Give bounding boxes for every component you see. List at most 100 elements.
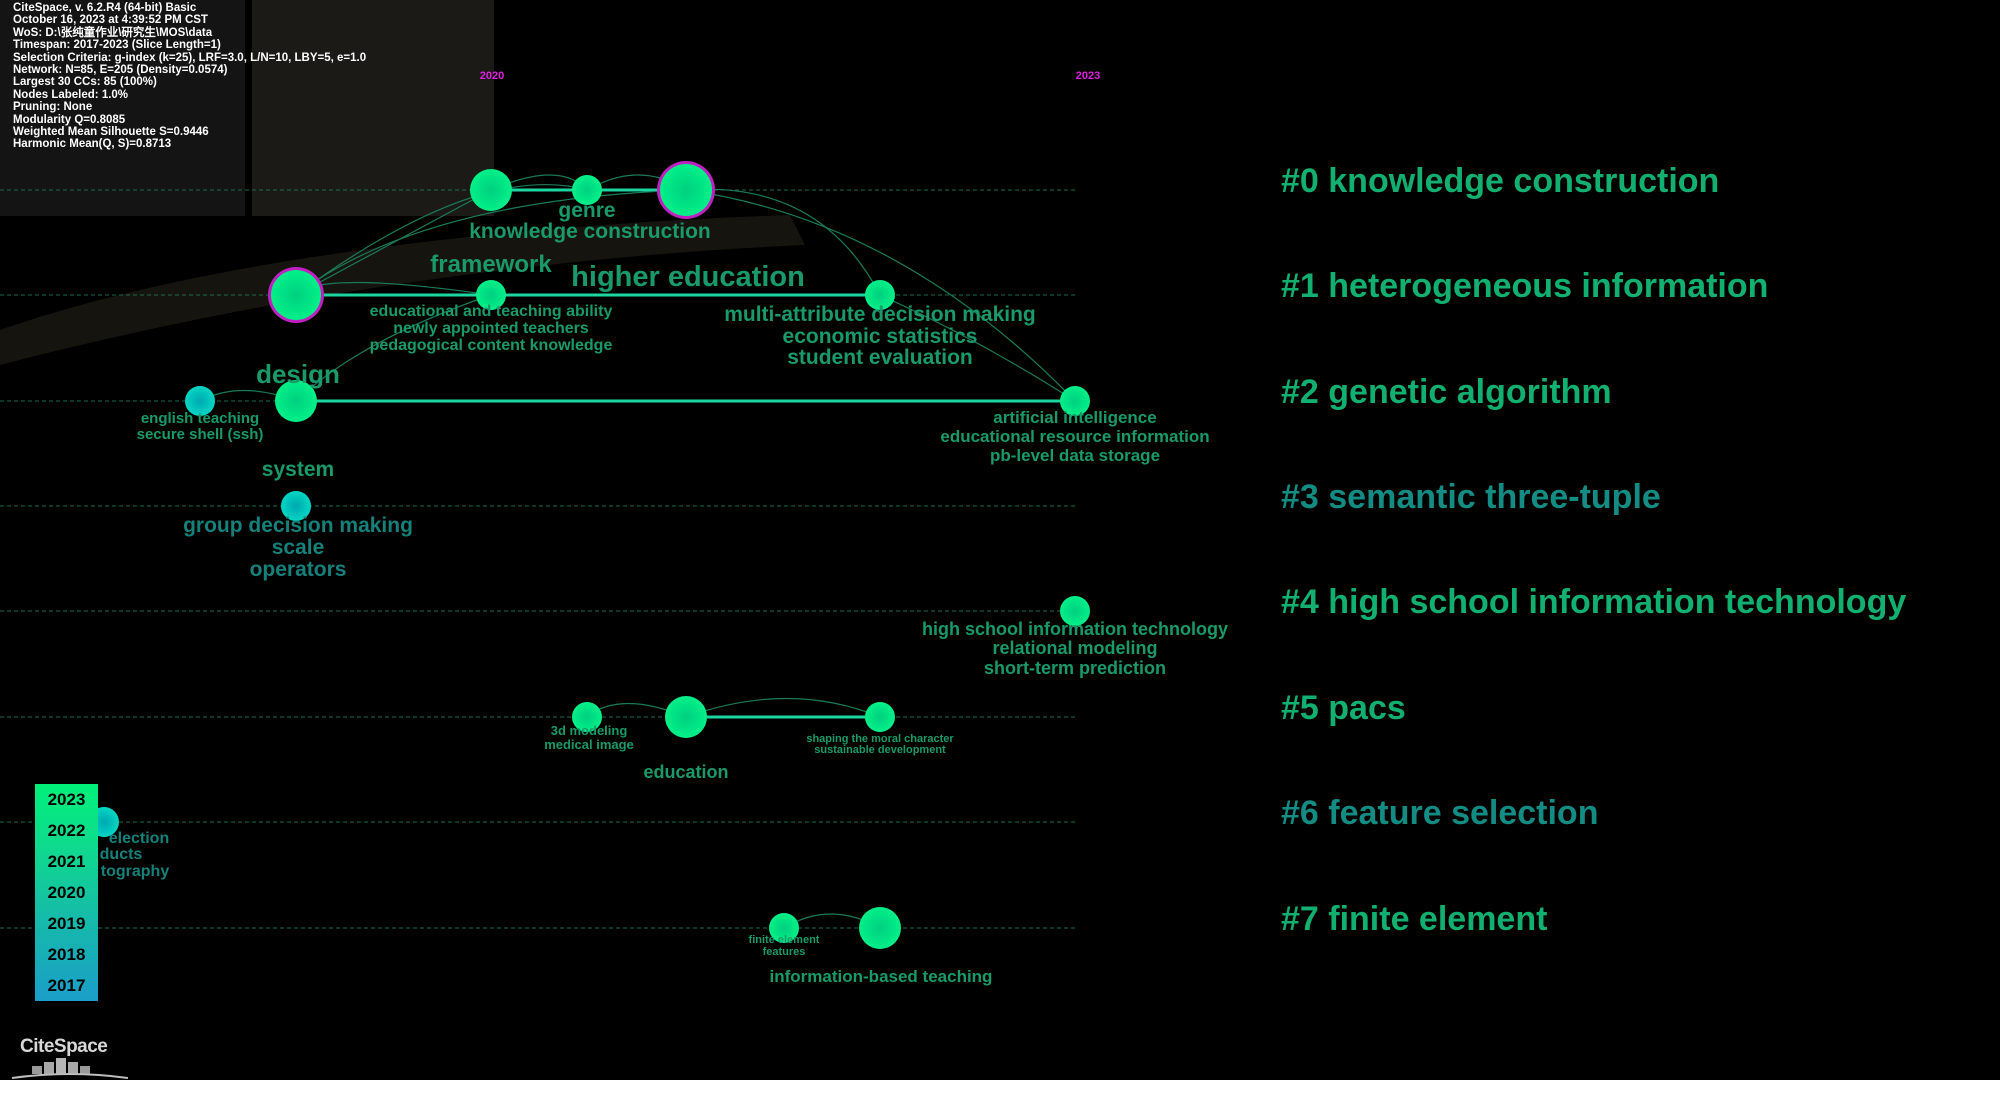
network-node[interactable] (865, 702, 895, 732)
node-label: 3d modeling (551, 723, 628, 738)
network-node[interactable] (660, 164, 712, 216)
network-node[interactable] (470, 169, 512, 211)
node-label: sustainable development (814, 744, 946, 756)
node-label: relational modeling (992, 638, 1157, 658)
node-label: english teaching (141, 410, 259, 427)
node-label: short-term prediction (984, 658, 1166, 678)
node-label: genre (558, 199, 615, 222)
network-link (685, 697, 881, 718)
network-node[interactable] (865, 280, 895, 310)
node-label: artificial intelligence (993, 408, 1156, 427)
node-label: scale (272, 536, 325, 559)
year-legend-entry: 2017 (47, 976, 86, 995)
network-link (295, 294, 492, 402)
metadata-line: Network: N=85, E=205 (Density=0.0574) (13, 64, 228, 77)
network-link (295, 184, 588, 296)
node-label: educational resource information (940, 427, 1209, 446)
node-label: features (763, 946, 806, 958)
node-label: high school information technology (922, 619, 1228, 639)
node-label: framework (430, 251, 552, 278)
node-label: operators (250, 558, 347, 581)
network-link (879, 294, 1076, 402)
year-legend-entry: 2019 (47, 914, 86, 933)
network-node[interactable] (271, 270, 321, 320)
network-node[interactable] (281, 491, 311, 521)
background-shading (0, 0, 805, 365)
year-color-legend: 2023 2022 2021 2020 2019 2018 2017 (35, 784, 98, 1001)
node-label: medical image (544, 737, 634, 752)
metadata-line: WoS: D:\张纯童作业\研究生\MOS\data (13, 26, 213, 39)
year-legend-entry: 2021 (47, 852, 86, 871)
network-node[interactable] (476, 280, 506, 310)
node-label: multi-attribute decision making (724, 303, 1036, 326)
network-node[interactable] (859, 907, 901, 949)
network-node[interactable] (769, 913, 799, 943)
cluster-label: #6 feature selection (1281, 794, 1599, 832)
cluster-label: #3 semantic three-tuple (1281, 478, 1661, 516)
cluster-label: #4 high school information technology (1281, 583, 1907, 621)
node-label: newly appointed teachers (393, 320, 589, 337)
metadata-line: Largest 30 CCs: 85 (100%) (13, 76, 157, 89)
metadata-line: Selection Criteria: g-index (k=25), LRF=… (13, 51, 367, 64)
metadata-line: CiteSpace, v. 6.2.R4 (64-bit) Basic (13, 2, 197, 14)
node-label: knowledge construction (469, 220, 711, 243)
network-nodes (89, 161, 1090, 949)
metadata-line: Modularity Q=0.8085 (13, 113, 126, 126)
header-panel-right (252, 0, 494, 216)
node-label: higher education (571, 261, 805, 293)
metadata-line: Timespan: 2017-2023 (Slice Length=1) (13, 39, 221, 52)
node-label: tography (101, 863, 170, 880)
cluster-label: #7 finite element (1281, 900, 1548, 938)
citespace-logo: CiteSpace (10, 1036, 128, 1080)
network-link (685, 188, 881, 296)
year-legend-entry: 2020 (47, 883, 86, 902)
network-node[interactable] (572, 702, 602, 732)
network-node[interactable] (665, 696, 707, 738)
node-label: ducts (100, 846, 143, 863)
node-label: education (643, 762, 728, 782)
metadata-line: Pruning: None (13, 101, 93, 114)
metadata-line: October 16, 2023 at 4:39:52 PM CST (13, 14, 208, 27)
network-node[interactable] (1060, 386, 1090, 416)
node-label: information-based teaching (770, 967, 993, 986)
network-node[interactable] (275, 380, 317, 422)
year-legend-entry: 2023 (47, 790, 86, 809)
node-label: pedagogical content knowledge (370, 337, 613, 354)
node-label: group decision making (183, 514, 413, 537)
network-node[interactable] (185, 386, 215, 416)
background-band (0, 215, 805, 365)
node-label: secure shell (ssh) (137, 426, 264, 443)
node-label: economic statistics (783, 325, 978, 348)
node-label: system (262, 458, 334, 481)
cluster-label: #1 heterogeneous information (1281, 267, 1769, 305)
network-link (685, 189, 1076, 402)
node-label: pb-level data storage (990, 446, 1160, 465)
network-node[interactable] (1060, 596, 1090, 626)
timeline-year-marker: 2023 (1076, 70, 1100, 82)
node-label: finite element (749, 934, 820, 946)
node-label: election (109, 830, 169, 847)
node-label: educational and teaching ability (370, 303, 613, 320)
year-legend-entry: 2022 (47, 821, 86, 840)
metadata-line: Nodes Labeled: 1.0% (13, 88, 129, 101)
cluster-label: #2 genetic algorithm (1281, 373, 1612, 411)
timeline-year-markers: 2020 2023 (480, 70, 1100, 82)
logo-graphic (11, 1058, 128, 1079)
network-link (295, 189, 687, 296)
cluster-label: #0 knowledge construction (1281, 162, 1720, 200)
cluster-label: #5 pacs (1281, 689, 1406, 727)
node-label: design (256, 359, 340, 389)
node-label: student evaluation (787, 346, 973, 369)
node-label: shaping the moral character (806, 733, 954, 745)
metadata-line: Harmonic Mean(Q, S)=0.8713 (13, 138, 172, 151)
year-legend-entry: 2018 (47, 945, 86, 964)
timeline-year-marker: 2020 (480, 70, 504, 82)
metadata-line: Weighted Mean Silhouette S=0.9446 (13, 126, 209, 139)
header-panel-left (0, 0, 245, 216)
logo-text: CiteSpace (20, 1036, 108, 1057)
network-node[interactable] (572, 175, 602, 205)
